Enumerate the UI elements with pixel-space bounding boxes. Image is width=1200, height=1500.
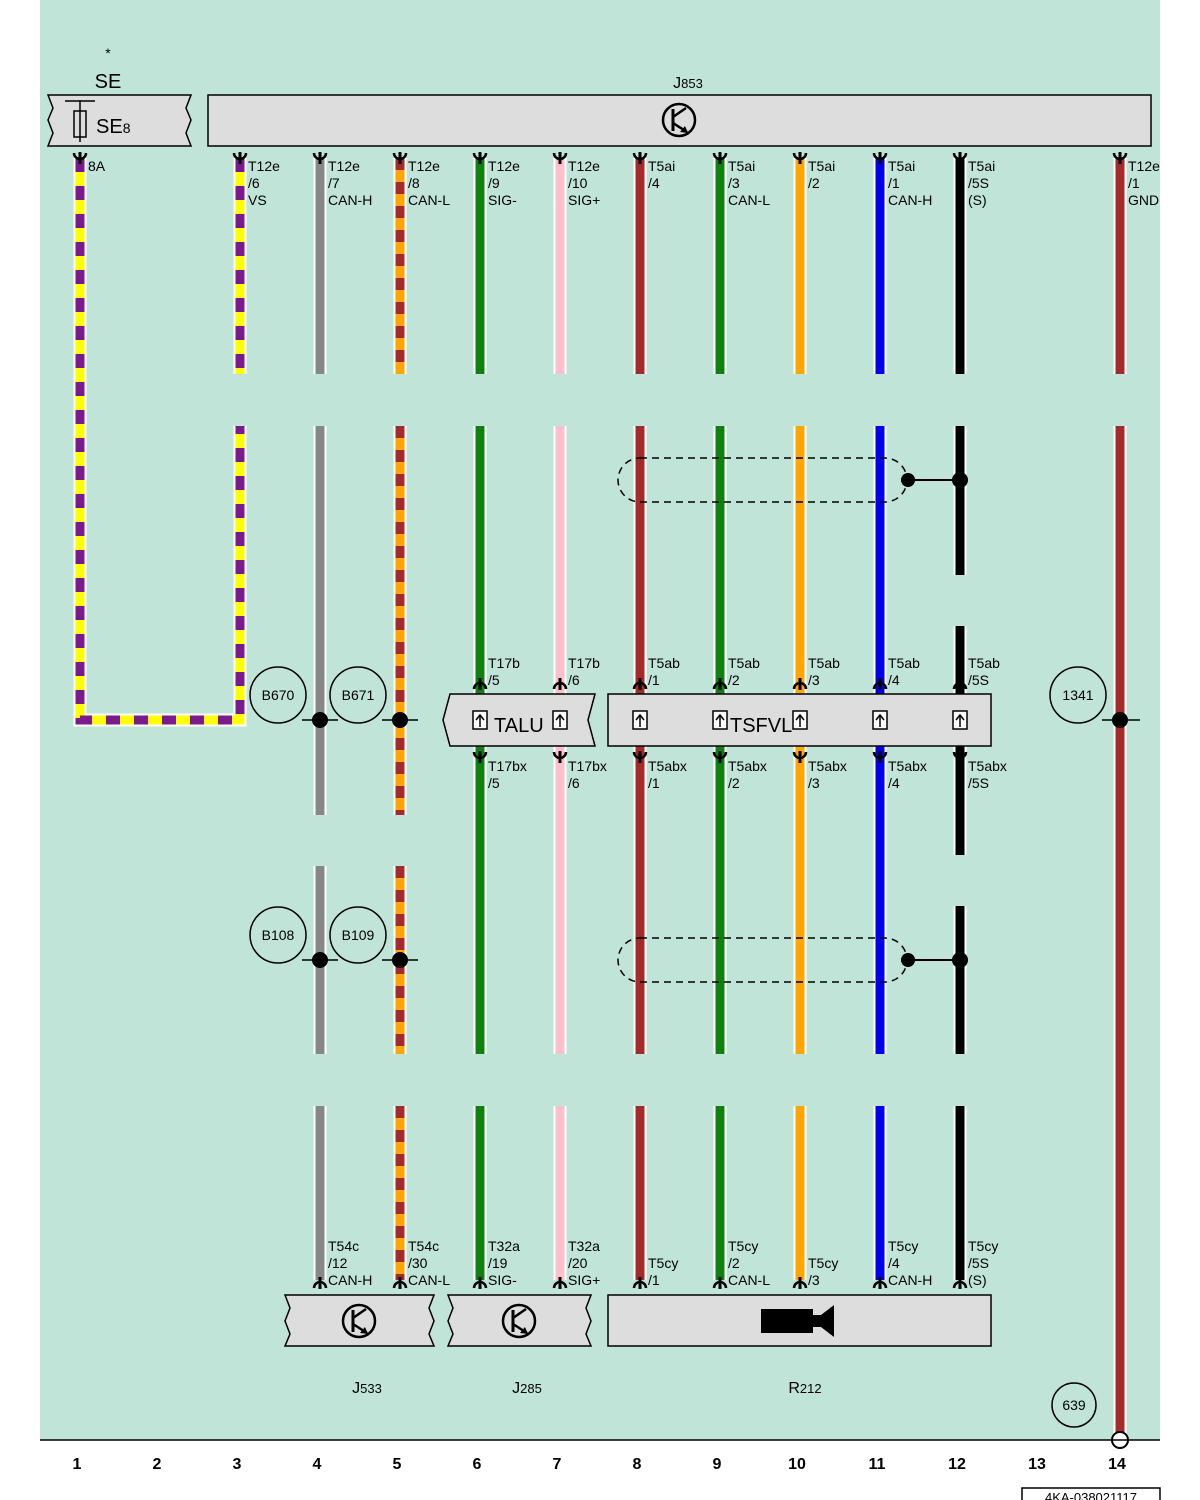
pin-label-mid-upper-9: T5ab/2 — [728, 655, 760, 688]
j533-label: J533 — [352, 1380, 382, 1397]
pin-label-top-10: T5ai/2 — [808, 158, 835, 191]
column-number: 11 — [869, 1456, 886, 1473]
pin-label-mid-upper-10: T5ab/3 — [808, 655, 840, 688]
column-number: 14 — [1108, 1456, 1126, 1473]
connector-pins — [472, 710, 968, 730]
pin-label-top-12: T5ai/5S(S) — [968, 158, 995, 208]
fuse-rating: 8A — [88, 158, 106, 174]
svg-text:B108: B108 — [262, 927, 295, 943]
ground-point-639: 639 — [1051, 1382, 1097, 1428]
pin-label-top-8: T5ai/4 — [648, 158, 675, 191]
footer-code: 4KA-038021117 — [1045, 1490, 1137, 1500]
column-number: 1 — [73, 1456, 82, 1473]
camera-icon — [761, 1305, 834, 1337]
r212-label: R212 — [788, 1380, 821, 1397]
pin-label-bottom-10: T5cy/3 — [808, 1255, 838, 1288]
talu-connector — [442, 693, 596, 747]
svg-text:1341: 1341 — [1062, 687, 1093, 703]
fuse-icon — [65, 100, 95, 142]
pin-label-mid-lower-6: T17bx/5 — [488, 758, 527, 791]
pin-label-mid-lower-11: T5abx/4 — [888, 758, 927, 791]
pin-label-mid-upper-7: T17b/6 — [568, 655, 600, 688]
svg-text:639: 639 — [1062, 1397, 1086, 1413]
j533-box — [283, 1294, 436, 1347]
pin-label-mid-lower-10: T5abx/3 — [808, 758, 847, 791]
connection-1341: 1341 — [1049, 666, 1107, 724]
wire-vs-supply — [73, 158, 247, 727]
pin-label-mid-upper-8: T5ab/1 — [648, 655, 680, 688]
column-number: 4 — [313, 1456, 322, 1473]
pin-label-bottom-12: T5cy/5S(S) — [968, 1238, 998, 1288]
connection-b671: B671 — [329, 666, 387, 724]
svg-text:B670: B670 — [262, 687, 295, 703]
connector-pin-8 — [632, 710, 648, 730]
pin-label-mid-lower-8: T5abx/1 — [648, 758, 687, 791]
connector-pin-10 — [792, 710, 808, 730]
column-number: 2 — [153, 1456, 162, 1473]
column-number: 9 — [713, 1456, 722, 1473]
fuse-label: SE8 — [96, 116, 131, 138]
j853-label: J853 — [673, 75, 703, 92]
pin-label-mid-lower-9: T5abx/2 — [728, 758, 767, 791]
pin-label-mid-lower-7: T17bx/6 — [568, 758, 607, 791]
column-number: 12 — [948, 1456, 966, 1473]
column-number: 7 — [553, 1456, 562, 1473]
connector-pin-12 — [952, 710, 968, 730]
footer-code-box: 4KA-038021117 — [1021, 1487, 1161, 1500]
pin-label-bottom-8: T5cy/1 — [648, 1255, 678, 1288]
j853-box — [207, 94, 1152, 147]
svg-text:B671: B671 — [342, 687, 375, 703]
column-number: 13 — [1028, 1456, 1046, 1473]
pin-label-mid-lower-12: T5abx/5S — [968, 758, 1007, 791]
connection-b109: B109 — [329, 906, 387, 964]
column-number: 6 — [473, 1456, 482, 1473]
splices — [302, 712, 1140, 968]
column-number: 5 — [393, 1456, 402, 1473]
j285-box — [446, 1294, 593, 1347]
column-number: 8 — [633, 1456, 642, 1473]
shield-lower — [617, 937, 968, 983]
column-number: 3 — [233, 1456, 242, 1473]
column-number: 10 — [788, 1456, 806, 1473]
se-fuse-box — [46, 94, 193, 147]
pin-label-mid-upper-6: T17b/5 — [488, 655, 520, 688]
se-title: SE — [95, 71, 122, 93]
se-star: * — [105, 45, 111, 61]
talu-label: TALU — [494, 715, 544, 737]
tsfvl-label: TSFVL — [730, 715, 792, 737]
connection-b108: B108 — [249, 906, 307, 964]
pin-label-mid-upper-12: T5ab/5S — [968, 655, 1000, 688]
shield-upper — [617, 457, 968, 503]
connector-pin-6 — [472, 710, 488, 730]
svg-text:B109: B109 — [342, 927, 375, 943]
j285-label: J285 — [512, 1380, 542, 1397]
connection-b670: B670 — [249, 666, 307, 724]
connector-pin-9 — [712, 710, 728, 730]
connector-pin-11 — [872, 710, 888, 730]
pin-label-mid-upper-11: T5ab/4 — [888, 655, 920, 688]
connector-pin-7 — [552, 710, 568, 730]
